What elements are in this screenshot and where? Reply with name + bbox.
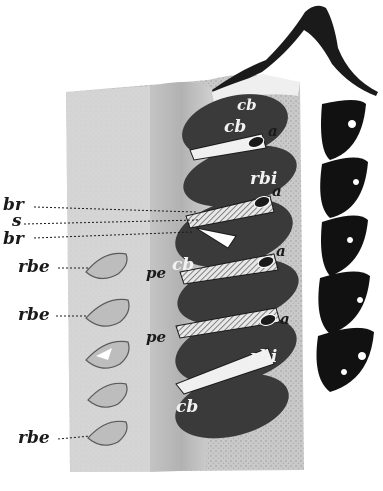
label-a-3: a [276, 242, 286, 260]
outer-wall-panel [66, 86, 150, 472]
label-rbe-1: rbe [18, 257, 50, 277]
gill-lamellae [317, 100, 375, 392]
label-cb-3: cb [176, 397, 198, 417]
label-cb-1: cb [224, 117, 246, 137]
label-a-2: a [272, 182, 282, 200]
label-a-1: a [268, 122, 278, 140]
label-cb-4: cb [237, 96, 257, 114]
label-br-2: br [3, 229, 25, 249]
label-rbi-2: rbi [250, 347, 277, 367]
label-s: s [11, 211, 22, 231]
label-pe-1: pe [146, 264, 166, 282]
label-a-4: a [280, 310, 290, 328]
label-pe-2: pe [146, 328, 166, 346]
label-rbe-2: rbe [18, 305, 50, 325]
label-cb-2: cb [172, 255, 194, 275]
label-rbe-3: rbe [18, 428, 50, 448]
